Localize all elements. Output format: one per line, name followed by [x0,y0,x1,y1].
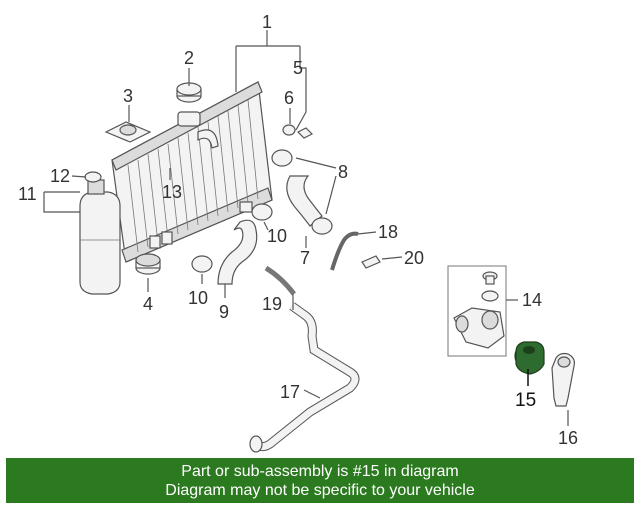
callout-6: 6 [284,88,294,108]
part-notice-banner: Part or sub-assembly is #15 in diagram D… [6,458,634,503]
callout-10a: 10 [188,288,208,308]
lower-mount-bushing [135,253,161,275]
lower-hose-clamps [191,203,273,273]
callout-18: 18 [378,222,398,242]
callout-labels: 1 2 3 4 5 6 7 8 9 10 10 11 12 13 14 15 1… [18,12,578,448]
temperature-sensor [361,255,381,269]
callout-7: 7 [300,248,310,268]
banner-line-disclaimer: Diagram may not be specific to your vehi… [165,481,475,499]
hose-clamps [282,124,314,139]
thermostat-outlet [551,352,575,407]
callout-12: 12 [50,166,70,186]
callout-13: 13 [162,182,182,202]
upper-mount-bracket [104,121,152,143]
callout-1: 1 [262,12,272,32]
thermostat-housing-kit [447,265,507,357]
reservoir-cap [84,171,102,183]
parts-diagram: 1 2 3 4 5 6 7 8 9 10 10 11 12 13 14 15 1… [18,12,578,453]
callout-16: 16 [558,428,578,448]
banner-line-part: Part or sub-assembly is #15 in diagram [181,462,459,480]
radiator-cap [176,82,202,103]
callout-3: 3 [123,86,133,106]
callout-17: 17 [280,382,300,402]
callout-9: 9 [219,302,229,322]
callout-11: 11 [18,184,37,204]
callout-2: 2 [184,48,194,68]
leader-lines [43,30,569,426]
callout-4: 4 [143,294,153,314]
callout-14: 14 [522,290,542,310]
callout-10b: 10 [267,226,287,246]
callout-8: 8 [338,162,348,182]
callout-5: 5 [293,58,303,78]
upper-radiator-hose [271,149,333,235]
callout-20: 20 [404,248,424,268]
thermostat-highlighted [514,341,545,375]
callout-19: 19 [262,294,282,314]
heater-hose [264,265,296,296]
coolant-reservoir [79,179,121,295]
bypass-tube [330,231,359,271]
callout-15: 15 [515,390,536,411]
lower-radiator-hose [217,219,258,285]
radiator [111,81,273,263]
water-pipe [249,302,360,453]
